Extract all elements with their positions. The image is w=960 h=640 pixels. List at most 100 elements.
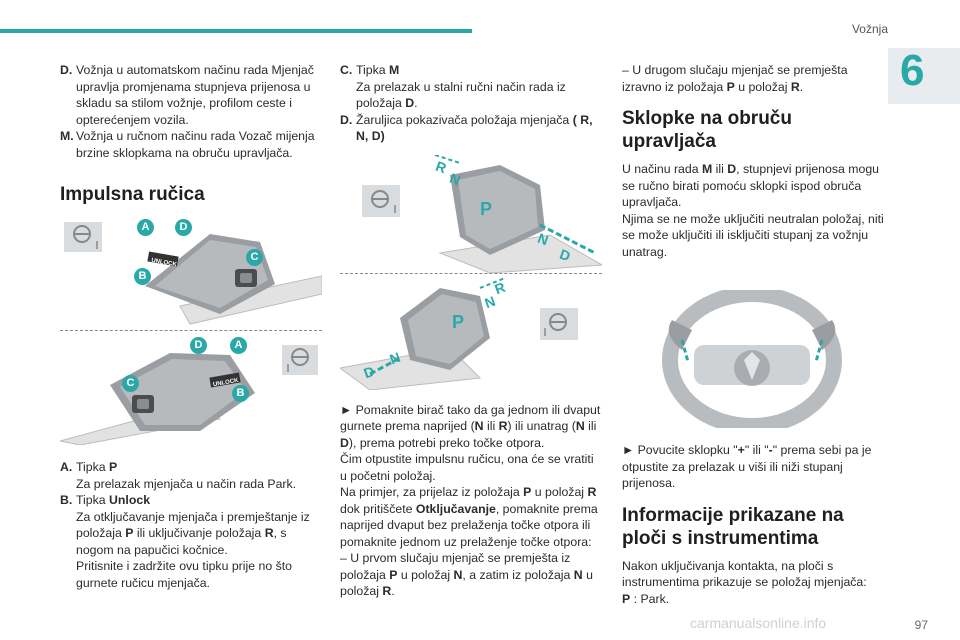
page-number: 97	[914, 618, 928, 632]
text: u položaj	[531, 485, 588, 499]
text-bold: Otključavanje	[415, 501, 496, 516]
text-bold: P	[109, 460, 118, 474]
text: Na primjer, za prijelaz iz položaja	[340, 485, 524, 499]
text: , stupnjevi prijenosa mogu se ručno bira…	[622, 162, 880, 209]
text-bold: D	[727, 162, 737, 176]
text-bold: M	[701, 162, 713, 176]
text: Tipka	[76, 460, 110, 474]
heading-instrument-panel: Informacije prikazane na ploči s instrum…	[622, 504, 844, 549]
definition-key: B.	[60, 493, 73, 507]
text: .	[799, 79, 804, 94]
text: , s nogom na papučici kočnice.	[76, 526, 287, 557]
divider	[340, 272, 602, 274]
definition-key: A.	[60, 460, 73, 474]
text: .	[391, 584, 395, 598]
definition-key: D.	[340, 112, 353, 127]
text: Za otključavanje mjenjača i premještanje…	[76, 509, 310, 541]
definition-text: Vožnja u automatskom načinu rada Mjenjač…	[76, 63, 314, 127]
badge-b: B	[232, 385, 249, 402]
text-bold: N	[474, 419, 484, 433]
definition-d: D. Vožnja u automatskom načinu rada Mjen…	[60, 62, 322, 128]
heading-paddle-shifters: Sklopke na obruču upravljača	[622, 108, 792, 152]
text: dok pritiščete	[340, 501, 416, 516]
text-bold: N	[573, 567, 583, 582]
definition-key: C.	[340, 63, 353, 77]
paragraph-move-selector: ► Pomaknite birač tako da ga jednom ili …	[340, 402, 602, 452]
text-bold: R	[264, 526, 274, 540]
steering-wheel-drawing	[662, 286, 842, 434]
text-bold: P	[726, 79, 735, 94]
badge-d: D	[175, 219, 192, 236]
text: ili	[483, 419, 499, 433]
text-bold: P	[622, 591, 631, 606]
text: U načinu rada	[622, 162, 702, 176]
watermark: carmanualsonline.info	[690, 615, 827, 631]
paragraph-park: P : Park.	[622, 591, 884, 608]
badge-c: C	[122, 375, 139, 392]
text-bold: R	[587, 485, 597, 499]
text-bold: M	[389, 63, 400, 77]
text: Tipka	[356, 63, 390, 77]
paragraph-paddles: U načinu rada M ili D, stupnjevi prijeno…	[622, 161, 884, 211]
column-right: – U drugom slučaju mjenjač se premješta …	[622, 62, 884, 607]
text-bold: R	[498, 419, 508, 433]
text: ► Pomaknite birač tako da ga jednom ili …	[340, 402, 601, 434]
text: .	[414, 96, 418, 110]
paragraph-pull-paddle: ► Povucite sklopku "+" ili "-" prema seb…	[622, 442, 884, 492]
text: ), prema potrebi preko točke otpora.	[348, 435, 545, 450]
illustration-steering-wheel	[622, 286, 884, 434]
definition-c: C. Tipka M Za prelazak u stalni ručni na…	[340, 62, 602, 112]
gear-drawing	[362, 153, 604, 274]
badge-a: A	[230, 337, 247, 354]
text: Pritisnite i zadržite ovu tipku prije no…	[76, 559, 292, 590]
illustration-lever-bottom: UNLOCK D A C B	[59, 335, 322, 446]
badge-d: D	[190, 337, 207, 354]
illustration-gear-top: R N P N D	[340, 153, 604, 274]
illustration-gear-bottom: R N P N D	[338, 276, 602, 391]
text-bold: N	[575, 419, 585, 433]
text-bold: P	[389, 567, 398, 582]
text-bold: R	[790, 79, 800, 94]
chapter-number: 6	[900, 46, 925, 95]
text: – U prvom slučaju mjenjač se premješta i…	[340, 551, 571, 582]
definition-b: B. Tipka Unlock Za otključavanje mjenjač…	[60, 492, 322, 591]
definition-key: M.	[60, 129, 74, 143]
paragraph-panel-info: Nakon uključivanja kontakta, na ploči s …	[622, 558, 867, 590]
text: – U drugom slučaju mjenjač se premješta …	[622, 63, 848, 94]
chapter-tab	[888, 48, 960, 104]
badge-b: B	[134, 268, 151, 285]
text: ► Povucite sklopku "	[622, 443, 738, 457]
text-bold: +	[737, 443, 745, 457]
lever-drawing	[59, 345, 318, 446]
column-middle: C. Tipka M Za prelazak u stalni ručni na…	[338, 62, 604, 600]
gear-drawing	[338, 276, 578, 391]
text-bold: ( R, N, D)	[356, 112, 593, 144]
text-bold: R	[382, 584, 392, 598]
definition-key: D.	[60, 63, 73, 77]
accent-bar	[0, 29, 472, 33]
section-title: Vožnja	[851, 22, 888, 36]
divider	[60, 330, 322, 331]
badge-c: C	[246, 249, 263, 266]
steering-wheel-icon	[540, 307, 578, 340]
heading-impulse-lever: Impulsna ručica	[60, 184, 205, 205]
lever-drawing	[64, 222, 323, 325]
text-bold: D	[405, 96, 415, 110]
paragraph-second-case: – U drugom slučaju mjenjač se premješta …	[622, 62, 884, 95]
paragraph-example: Na primjer, za prijelaz iz položaja P u …	[340, 484, 602, 550]
steering-wheel-icon	[282, 345, 318, 375]
text: Za prelazak u stalni ručni način rada iz…	[356, 79, 566, 111]
text-bold: -	[768, 443, 773, 457]
badge-a: A	[137, 219, 154, 236]
definition-m: M. Vožnja u ručnom načinu rada Vozač mij…	[60, 128, 322, 161]
text: ili uključivanje položaja	[133, 526, 265, 540]
text: u položaj	[734, 79, 791, 94]
steering-wheel-icon	[362, 184, 400, 217]
definition-text: Vožnja u ručnom načinu rada Vozač mijenj…	[76, 129, 315, 160]
text: ili	[712, 162, 728, 176]
text: Tipka	[76, 493, 110, 507]
text: u položaj	[397, 567, 454, 582]
paragraph-neutral: Njima se ne može uključiti neutralan pol…	[622, 211, 884, 259]
text: " prema sebi pa je otpustite za prelazak…	[622, 443, 872, 490]
text: : Park.	[630, 591, 670, 606]
